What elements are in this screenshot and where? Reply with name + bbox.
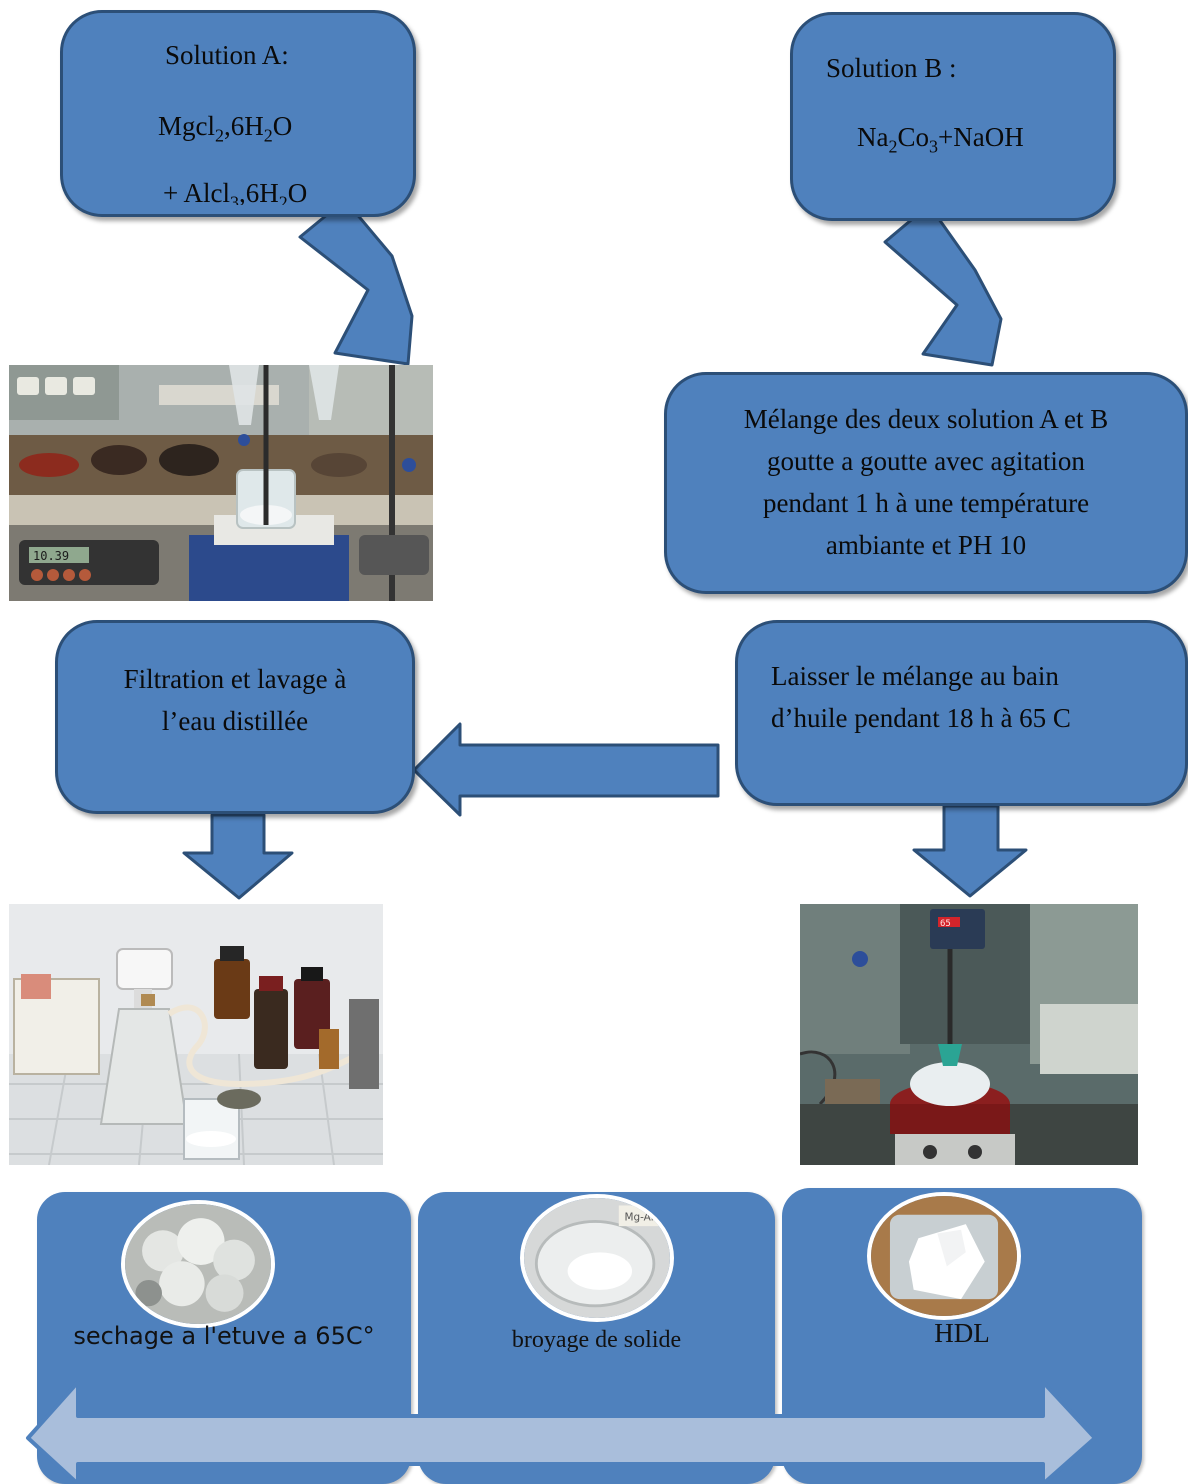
solution-b-formula: Na2Co3+NaOH [857,122,1024,157]
drying-photo [121,1200,275,1328]
step-drying-label: sechage a l'etuve a 65C° [73,1322,375,1350]
ph-display-text: 10.39 [33,549,69,563]
solution-a-box: Solution A: Mgcl2,6H2O + Alcl3,6H2O [60,10,416,217]
solution-a-line1: Mgcl2,6H2O [158,111,293,146]
step-hdl-label: HDL [934,1318,990,1348]
solution-a-title: Solution A: [165,40,289,70]
synthesis-setup-photo: 10.39 [9,365,433,601]
oil-bath-line: Laisser le mélange au bain [771,661,1059,691]
oil-bath-line: d’huile pendant 18 h à 65 C [771,702,1071,733]
oil-bath-photo: 65 [800,904,1138,1165]
solution-b-title: Solution B : [826,53,957,83]
mixing-box: Mélange des deux solution A et B goutte … [664,372,1188,594]
filtration-line: l’eau distillée [161,705,309,736]
mixing-line: pendant 1 h à une température [762,487,1090,518]
solution-a-line2: + Alcl3,6H2O [163,178,308,205]
step-grinding-label: broyage de solide [511,1327,682,1353]
hdl-photo [867,1192,1021,1320]
grinding-photo-label: Mg-Al [624,1212,653,1224]
mixing-line: goutte a goutte avec agitation [767,445,1085,476]
mixing-line: ambiante et PH 10 [825,529,1027,560]
filtration-text: Filtration et lavage à l’eau distillée [58,659,412,743]
solution-a-line2-clip: + Alcl3,6H2O [63,163,413,205]
filtration-line: Filtration et lavage à [123,664,347,694]
solution-b-box: Solution B : Na2Co3+NaOH [790,12,1116,221]
oil-bath-text: Laisser le mélange au bain d’huile penda… [771,656,1071,740]
grinding-photo: Mg-Al [520,1194,674,1322]
oil-bath-box: Laisser le mélange au bain d’huile penda… [735,620,1188,806]
mixing-line: Mélange des deux solution A et B [743,404,1109,434]
hotplate-display-text: 65 [940,919,951,929]
filtration-photo [9,904,383,1165]
filtration-box: Filtration et lavage à l’eau distillée [55,620,415,814]
mixing-text: Mélange des deux solution A et B goutte … [667,399,1185,566]
